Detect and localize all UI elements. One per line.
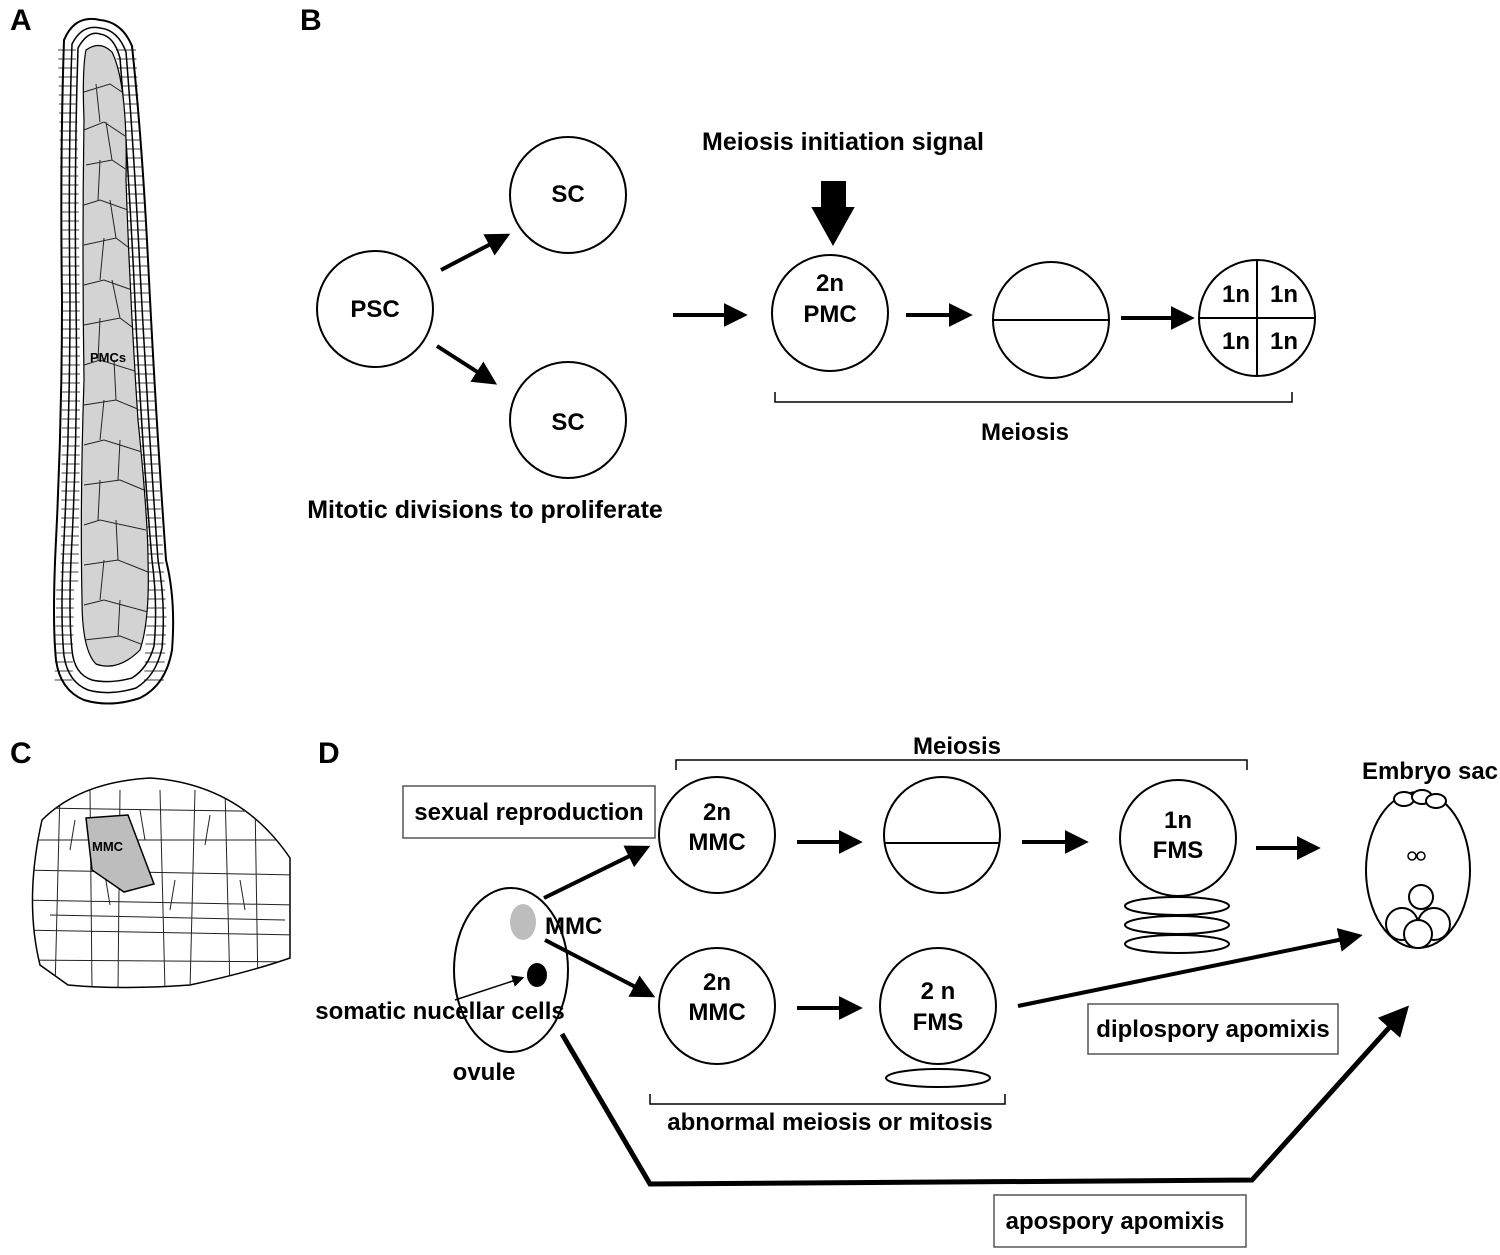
tetrad-q2: 1n (1270, 281, 1298, 308)
panel-a-letter: A (10, 4, 32, 37)
arrow-ovule-to-mmc-top (543, 845, 651, 900)
pmc-cell-network (83, 83, 149, 647)
arrow-diplospory (1017, 928, 1363, 1008)
fms-top-cell (1119, 779, 1237, 897)
diplospory-box (1087, 1003, 1339, 1055)
psc-label: PSC (350, 296, 399, 323)
embryo-sac-contents (1385, 789, 1451, 949)
arrow-ovule-to-mmc-bottom (544, 938, 656, 998)
dyad-d-cell (883, 776, 1001, 894)
arrow-psc-to-sc-bottom (435, 344, 498, 385)
somatic-pointer-arrow (454, 975, 525, 1001)
pmc-ploidy: 2n (816, 270, 844, 297)
pmcs-label: PMCs (90, 350, 126, 365)
arrow-psc-to-sc-top (440, 233, 511, 272)
ovule-label: ovule (453, 1059, 516, 1086)
mmc-cell (85, 814, 155, 893)
degenerate-megaspore-bottom (885, 1068, 991, 1088)
fms-top-label: FMS (1153, 837, 1204, 864)
panel-c: C MMC (10, 737, 291, 989)
arrow-apospory (559, 1005, 1410, 1187)
panel-d: D Meiosis sexual reproduction 2n MMC 1n … (315, 733, 1498, 1248)
degenerate-megaspore-1 (1124, 896, 1230, 916)
panel-b: B PSC SC SC Mitotic divisions to prolife… (300, 4, 1316, 524)
sc-cell-top (509, 136, 627, 254)
pmc-cell (771, 254, 889, 372)
fms-bottom-label: FMS (913, 1009, 964, 1036)
meiosis-bracket-d (675, 759, 1248, 770)
somatic-cells-label: somatic nucellar cells (315, 998, 564, 1025)
apospory-label: apospory apomixis (1006, 1208, 1225, 1235)
mitotic-caption: Mitotic divisions to proliferate (307, 496, 663, 524)
mmc-bottom-label: MMC (688, 999, 745, 1026)
apospory-box (993, 1194, 1247, 1248)
sc-cell-bottom (509, 361, 627, 479)
sc-top-label: SC (551, 181, 584, 208)
somatic-nucellar-cell (527, 963, 547, 987)
panel-c-letter: C (10, 737, 32, 770)
panel-b-letter: B (300, 4, 322, 37)
sc-bottom-label: SC (551, 409, 584, 436)
signal-caption: Meiosis initiation signal (702, 128, 984, 156)
mmc-bottom-cell (658, 947, 776, 1065)
tetrad-q3: 1n (1222, 328, 1250, 355)
mmc-top-label: MMC (688, 829, 745, 856)
diplospory-label: diplospory apomixis (1096, 1016, 1329, 1043)
ovule-mmc-label: MMC (545, 913, 602, 940)
fms-bottom-cell (879, 947, 997, 1065)
anther-wall-layer-1 (61, 26, 165, 694)
mmc-label-c: MMC (92, 839, 124, 854)
pmc-label: PMC (803, 301, 856, 328)
panel-a: A PMCs (10, 4, 175, 705)
degenerate-megaspore-2 (1124, 915, 1230, 935)
sexual-reproduction-label: sexual reproduction (414, 799, 643, 826)
tetrad-q1: 1n (1222, 281, 1250, 308)
panel-d-letter: D (318, 737, 340, 770)
nucellus-cell-network (32, 789, 291, 988)
meiosis-caption-b: Meiosis (981, 419, 1069, 446)
embryo-sac-label: Embryo sac (1362, 758, 1498, 785)
signal-arrow (811, 181, 855, 247)
abnormal-caption: abnormal meiosis or mitosis (667, 1109, 992, 1136)
mmc-top-cell (658, 776, 776, 894)
mmc-bottom-ploidy: 2n (703, 969, 731, 996)
abnormal-bracket (649, 1094, 1006, 1105)
sexual-reproduction-box (402, 785, 656, 839)
ovule-mmc (510, 904, 536, 940)
meiosis-bracket-b (774, 392, 1293, 403)
degenerate-megaspore-3 (1124, 934, 1230, 954)
fms-bottom-ploidy: 2 n (921, 978, 956, 1005)
tetrad-q4: 1n (1270, 328, 1298, 355)
psc-cell (316, 250, 434, 368)
anther-wall-cells (54, 49, 167, 681)
fms-top-ploidy: 1n (1164, 807, 1192, 834)
meiosis-caption-d: Meiosis (913, 733, 1001, 760)
mmc-top-ploidy: 2n (703, 799, 731, 826)
ovule (453, 887, 569, 1053)
